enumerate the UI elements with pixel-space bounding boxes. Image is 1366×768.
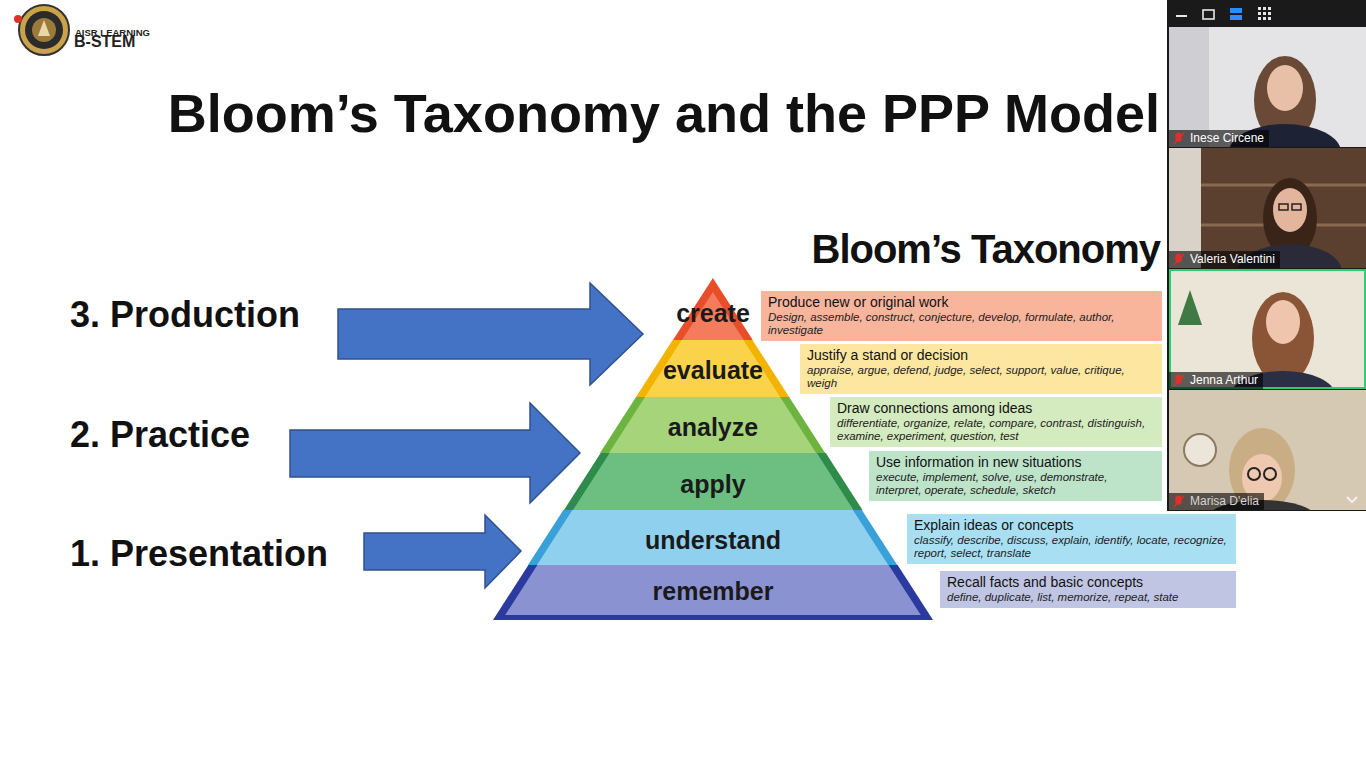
description-box: Justify a stand or decisionappraise, arg…: [800, 344, 1162, 394]
stage-label: 2. Practice: [70, 414, 250, 456]
participant-name: Valeria Valentini: [1187, 251, 1280, 268]
label-wrap: 2. Practice: [70, 414, 250, 456]
video-tile: Marisa D'elia: [1169, 390, 1366, 510]
description-heading: Draw connections among ideas: [837, 400, 1155, 417]
pyramid-band: evaluate: [636, 340, 789, 397]
band-outer: [564, 453, 862, 510]
video-panel: [1167, 0, 1366, 540]
label-wrap: 1. Presentation: [70, 533, 328, 575]
description-box: Recall facts and basic conceptsdefine, d…: [940, 571, 1236, 608]
stage-label: 1. Presentation: [70, 533, 328, 575]
participant-name: Jenna Arthur: [1187, 372, 1263, 389]
description-box: Draw connections among ideasdifferentiat…: [830, 397, 1162, 447]
description-heading: Produce new or original work: [768, 294, 1155, 311]
band-label: apply: [564, 469, 862, 499]
description-verbs: define, duplicate, list, memorize, repea…: [947, 591, 1229, 604]
label-wrap: 3. Production: [70, 294, 300, 336]
school-logo: [14, 5, 69, 55]
pyramid-band: create: [673, 278, 753, 340]
description-verbs: Design, assemble, construct, conjecture,…: [768, 311, 1155, 337]
description-verbs: appraise, argue, defend, judge, select, …: [807, 364, 1155, 390]
band-outer: [493, 565, 933, 620]
band-label: create: [673, 298, 753, 328]
band-outer: [600, 397, 825, 453]
band-label: understand: [528, 525, 897, 555]
band-outer: [528, 510, 897, 565]
description-box: Explain ideas or conceptsclassify, descr…: [907, 514, 1236, 564]
description-verbs: execute, implement, solve, use, demonstr…: [876, 471, 1155, 497]
slide-title: Bloom’s Taxonomy and the PPP Model: [168, 82, 1160, 144]
band-outer: [636, 340, 789, 397]
label-wrap: B-STEM: [74, 32, 135, 51]
pyramid-band: apply: [564, 453, 862, 510]
description-box: Produce new or original workDesign, asse…: [761, 291, 1162, 341]
description-heading: Recall facts and basic concepts: [947, 574, 1229, 591]
band-label: analyze: [600, 412, 825, 442]
pyramid-band: understand: [528, 510, 897, 565]
description-box: Use information in new situationsexecute…: [869, 451, 1162, 501]
description-verbs: classify, describe, discuss, explain, id…: [914, 534, 1229, 560]
title-wrap: Bloom’s Taxonomy and the PPP Model: [168, 82, 1160, 144]
stage-label: 3. Production: [70, 294, 300, 336]
description-heading: Use information in new situations: [876, 454, 1155, 471]
video-tile: Inese Circene: [1169, 27, 1366, 147]
description-verbs: differentiate, organize, relate, compare…: [837, 417, 1155, 443]
pyramid-band: analyze: [600, 397, 825, 453]
description-heading: Justify a stand or decision: [807, 347, 1155, 364]
label-wrap: Bloom’s Taxonomy: [812, 226, 1161, 273]
logo-text: B-STEM: [74, 32, 135, 51]
band-label: evaluate: [636, 355, 789, 385]
pyramid-band: remember: [493, 565, 933, 620]
participant-name: Marisa D'elia: [1187, 493, 1264, 510]
description-heading: Explain ideas or concepts: [914, 517, 1229, 534]
band-label: remember: [493, 576, 933, 606]
band-outer: [673, 278, 753, 340]
video-tile: Jenna Arthur: [1169, 269, 1366, 389]
participant-name: Inese Circene: [1187, 130, 1269, 147]
video-tile: Valeria Valentini: [1169, 148, 1366, 268]
figure-heading: Bloom’s Taxonomy: [812, 226, 1161, 273]
